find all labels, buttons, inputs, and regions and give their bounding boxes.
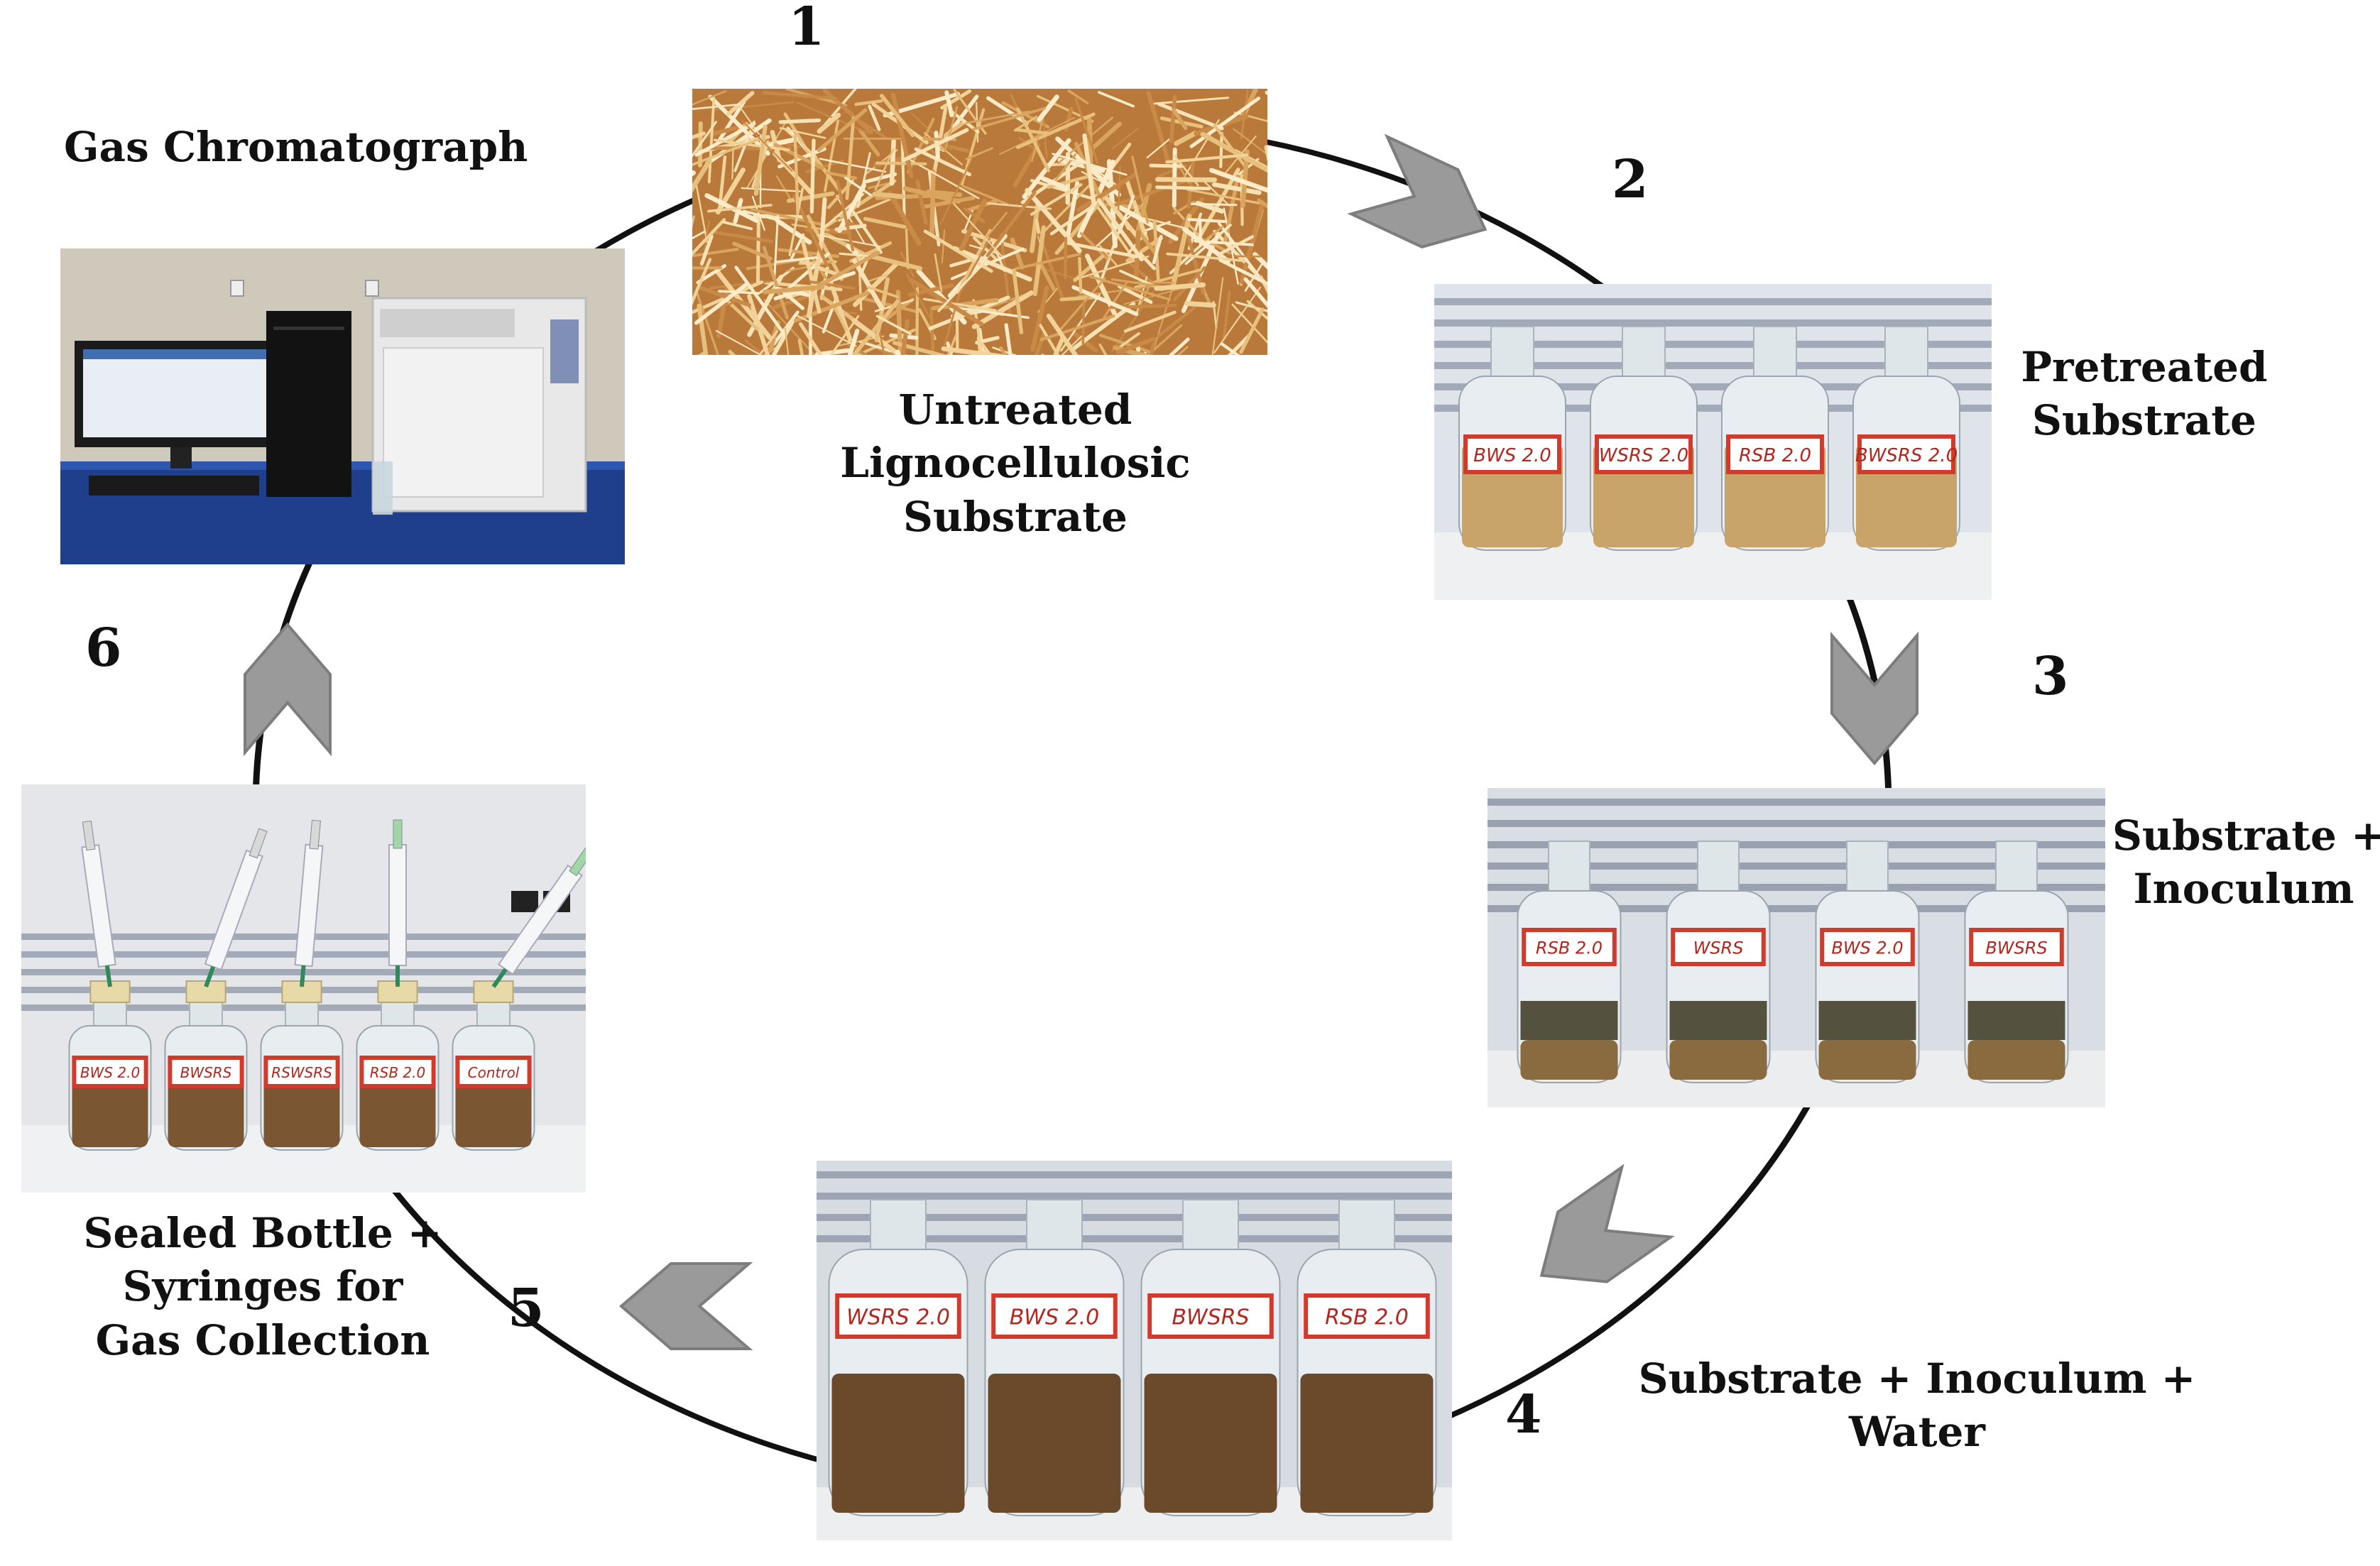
bottle: RSB 2.0 — [1517, 841, 1622, 1083]
bottle-label-text: BWSRS — [180, 1064, 232, 1081]
step-label-sealed-bottle-syringes: Sealed Bottle + Syringes for Gas Collect… — [71, 1207, 454, 1367]
bottle-label-text: WSRS — [1693, 938, 1744, 958]
bottle-label-text: BWS 2.0 — [80, 1064, 140, 1081]
step-label-substrate-inoculum-water: Substrate + Inoculum + Water — [1633, 1352, 2201, 1460]
syringe — [388, 819, 407, 987]
pretreated-substrate-photo: BWS 2.0 WSRS 2.0 RSB 2.0 BWSRS 2.0 — [1434, 284, 1992, 600]
bottle: WSRS 2.0 — [828, 1199, 968, 1516]
bottle: BWSRS — [1140, 1199, 1281, 1516]
label-line: Lignocellulosic — [840, 439, 1191, 488]
label-line: Substrate — [903, 492, 1128, 541]
step-number-6: 6 — [85, 618, 122, 679]
label-line: Syringes for — [122, 1262, 403, 1311]
bottle-label-text: BWSRS 2.0 — [1855, 445, 1958, 466]
step-number-3: 3 — [2032, 646, 2069, 707]
bottle: BWS 2.0 — [1458, 326, 1566, 551]
label-line: Gas Chromatograph — [64, 123, 528, 171]
bottle: BWSRS — [1964, 841, 2069, 1083]
label-line: Gas Collection — [95, 1315, 430, 1364]
bottle: BWSRS — [164, 980, 248, 1151]
untreated-substrate-photo — [692, 89, 1267, 355]
arrow-1-to-2-icon — [1347, 133, 1488, 248]
syringe — [491, 847, 586, 988]
bottle-label-text: BWSRS — [1172, 1305, 1249, 1330]
substrate-inoculum-water-photo: WSRS 2.0 BWS 2.0 BWSRS RSB 2.0 — [817, 1161, 1452, 1540]
label-line: Substrate — [2032, 396, 2256, 445]
label-line: Water — [1849, 1408, 1985, 1457]
bottle: Control — [452, 980, 535, 1151]
label-line: Untreated — [898, 385, 1132, 434]
substrate-inoculum-photo: RSB 2.0 WSRS BWS 2.0 BWSRS — [1488, 788, 2105, 1107]
bottle: BWS 2.0 — [1815, 841, 1920, 1083]
step-label-pretreated-substrate: Pretreated Substrate — [2009, 341, 2279, 448]
label-line: Inoculum — [2133, 865, 2354, 914]
step-label-substrate-inoculum: Substrate + Inoculum — [2112, 809, 2380, 916]
arrow-5-to-6-icon — [244, 622, 332, 757]
syringe — [294, 819, 324, 987]
step-number-4: 4 — [1505, 1384, 1542, 1445]
bottle: BWSRS 2.0 — [1852, 326, 1960, 551]
bottle-label-text: WSRS 2.0 — [846, 1305, 950, 1330]
bottle-label-text: BWS 2.0 — [1010, 1305, 1100, 1330]
arrow-3-to-4-icon — [1539, 1163, 1675, 1283]
bottle: BWS 2.0 — [984, 1199, 1125, 1516]
bottle: RSB 2.0 — [1721, 326, 1829, 551]
bottle-label-text: WSRS 2.0 — [1599, 445, 1688, 466]
bottle-label-text: RSB 2.0 — [370, 1064, 425, 1081]
syringe — [81, 820, 116, 987]
bottle: BWS 2.0 — [68, 980, 152, 1151]
bottle-label-text: RSB 2.0 — [1325, 1305, 1409, 1330]
bottle-label-text: RSB 2.0 — [1739, 445, 1811, 466]
arrow-2-to-3-icon — [1830, 631, 1918, 766]
bottle-label-text: BWSRS — [1985, 938, 2047, 958]
bottle-label-text: Control — [468, 1064, 520, 1081]
bottle: RSB 2.0 — [356, 980, 440, 1151]
syringe — [204, 828, 268, 988]
step-label-gas-chromatograph: Gas Chromatograph — [64, 121, 547, 174]
step-number-5: 5 — [508, 1278, 545, 1339]
arrow-4-to-5-icon — [618, 1262, 753, 1350]
label-line: Substrate + — [2112, 811, 2380, 860]
gas-chromatograph-photo — [60, 248, 625, 564]
label-line: Substrate + Inoculum + — [1638, 1354, 2196, 1403]
bottle: RSB 2.0 — [1297, 1199, 1437, 1516]
sealed-bottles-syringes-photo: BWS 2.0 BWSRS RSWSRS RSB 2.0 Control — [21, 784, 586, 1193]
label-line: Sealed Bottle + — [83, 1209, 442, 1257]
bottle-label-text: RSB 2.0 — [1536, 938, 1603, 958]
bottle-label-text: RSWSRS — [271, 1064, 332, 1081]
bottle-label-text: BWS 2.0 — [1831, 938, 1903, 958]
step-label-untreated-substrate: Untreated Lignocellulosic Substrate — [817, 383, 1214, 544]
step-number-1: 1 — [788, 0, 825, 58]
bottle: WSRS 2.0 — [1590, 326, 1698, 551]
bottle: RSWSRS — [260, 980, 344, 1151]
bottle-label-text: BWS 2.0 — [1473, 445, 1551, 466]
step-number-2: 2 — [1612, 149, 1649, 210]
bottle: WSRS — [1666, 841, 1771, 1083]
label-line: Pretreated — [2021, 343, 2268, 391]
